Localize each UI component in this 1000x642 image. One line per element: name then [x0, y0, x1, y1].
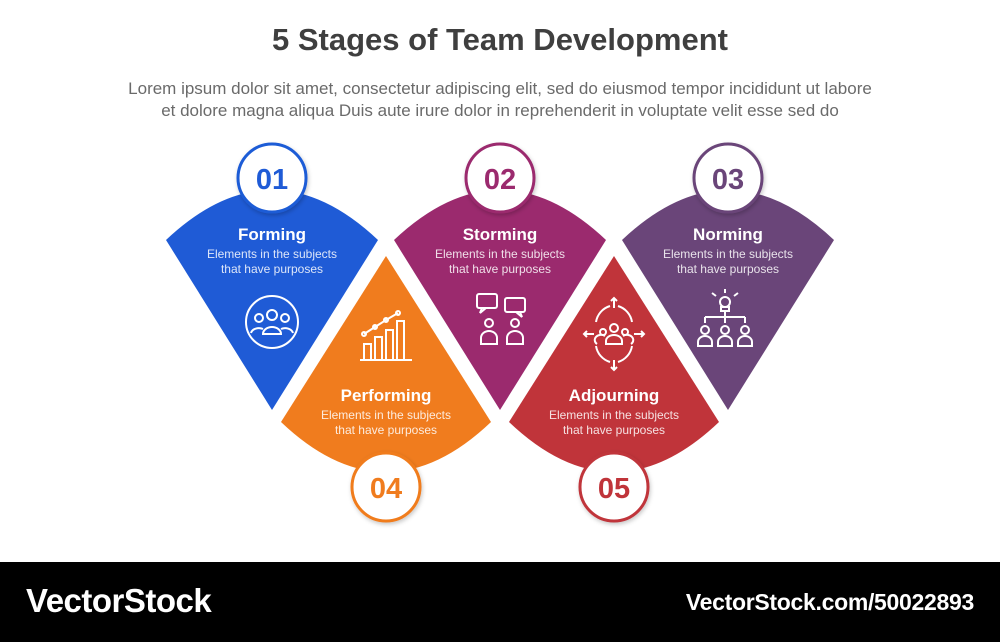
subtitle-line-2: et dolore magna aliqua Duis aute irure d… [161, 101, 839, 120]
stage-card-5: 05 Adjourning Elements in the subjects t… [509, 256, 719, 523]
stage-desc-4a: Elements in the subjects [321, 408, 451, 422]
page-title: 5 Stages of Team Development [272, 22, 728, 57]
stage-petal-3 [622, 190, 834, 410]
growth-chart-icon [360, 310, 412, 361]
stages-diagram: 01 Forming Elements in the subjects that… [166, 142, 834, 523]
stage-number-circle-1 [236, 142, 308, 214]
team-group-icon [245, 295, 299, 349]
stage-title-3: Norming [693, 225, 763, 244]
stage-desc-5b: that have purposes [563, 423, 665, 437]
stage-petal-1 [166, 190, 378, 410]
stage-desc-2b: that have purposes [449, 262, 551, 276]
stage-number-3: 03 [712, 164, 744, 196]
stage-card-4: 04 Performing Elements in the subjects t… [281, 256, 491, 523]
stage-number-5: 05 [598, 473, 630, 505]
stage-title-2: Storming [463, 225, 538, 244]
discussion-icon [476, 293, 526, 345]
stage-desc-1a: Elements in the subjects [207, 247, 337, 261]
stage-number-circle-3 [692, 142, 764, 214]
watermark-footer: VectorStock VectorStock.com/50022893 [0, 562, 1000, 642]
stage-number-circle-4 [350, 451, 422, 523]
stage-desc-5a: Elements in the subjects [549, 408, 679, 422]
hierarchy-icon [697, 289, 753, 347]
stage-title-4: Performing [341, 386, 432, 405]
stage-desc-3b: that have purposes [677, 262, 779, 276]
stage-petal-4 [281, 256, 491, 472]
stage-desc-2a: Elements in the subjects [435, 247, 565, 261]
stage-card-1: 01 Forming Elements in the subjects that… [166, 142, 378, 410]
subtitle-line-1: Lorem ipsum dolor sit amet, consectetur … [128, 79, 872, 98]
stage-petal-2 [394, 190, 606, 410]
footer-reference: VectorStock.com/50022893 [685, 589, 974, 615]
stage-number-circle-2 [464, 142, 536, 214]
stage-title-1: Forming [238, 225, 306, 244]
stage-card-3: 03 Norming Elements in the subjects that… [622, 142, 834, 410]
stage-number-2: 02 [484, 164, 516, 196]
team-dispersal-icon [582, 296, 646, 372]
stage-number-circle-5 [578, 451, 650, 523]
stage-number-1: 01 [256, 164, 288, 196]
footer-brand: VectorStock [26, 582, 212, 619]
stage-card-2: 02 Storming Elements in the subjects tha… [394, 142, 606, 410]
stage-desc-4b: that have purposes [335, 423, 437, 437]
stage-desc-3a: Elements in the subjects [663, 247, 793, 261]
page-subtitle: Lorem ipsum dolor sit amet, consectetur … [0, 78, 1000, 122]
stage-title-5: Adjourning [569, 386, 660, 405]
stage-desc-1b: that have purposes [221, 262, 323, 276]
stage-number-4: 04 [370, 473, 402, 505]
